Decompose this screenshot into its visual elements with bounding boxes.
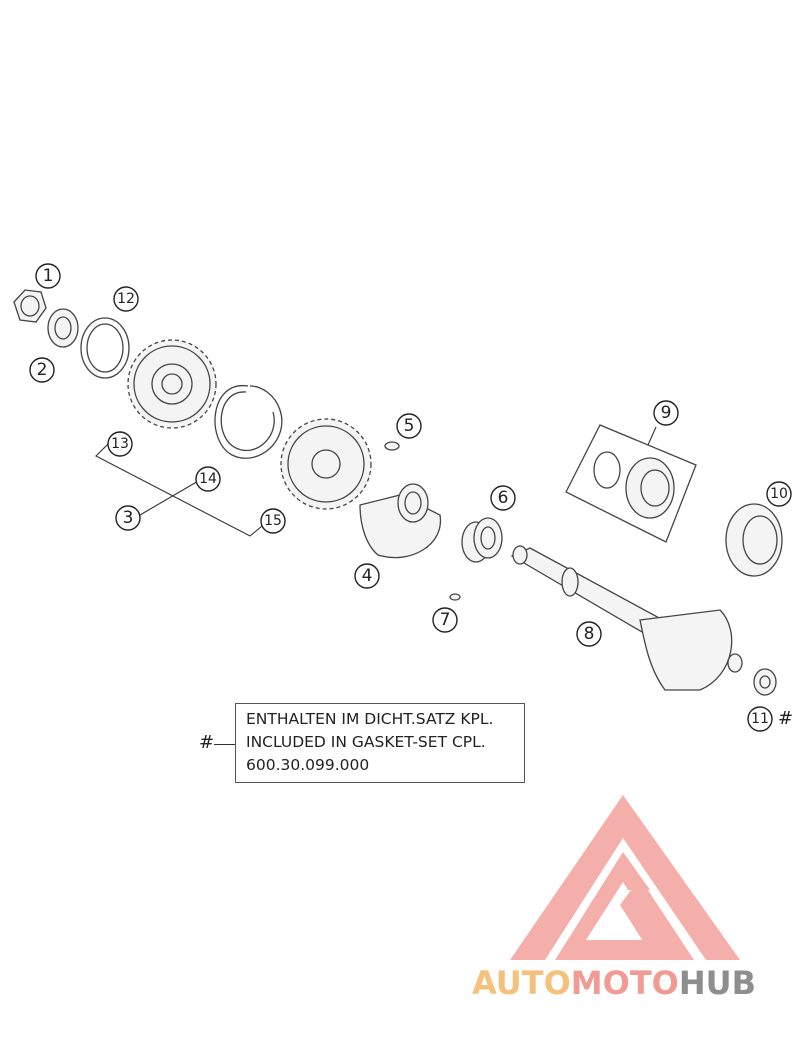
svg-text:4: 4 — [362, 566, 373, 586]
note-line-german: ENTHALTEN IM DICHT.SATZ KPL. — [246, 710, 494, 728]
callout-13: 13 — [107, 431, 133, 457]
bushing-part — [753, 668, 777, 696]
callout-5: 5 — [396, 413, 422, 439]
svg-text:8: 8 — [584, 624, 595, 644]
watermark-logo-text: AUTOMOTOHUB — [472, 964, 756, 1002]
logo-auto: AUTO — [472, 964, 571, 1002]
snap-ring-part — [214, 385, 283, 459]
note-line-english: INCLUDED IN GASKET-SET CPL. — [246, 733, 486, 751]
counterweight-part — [359, 483, 442, 559]
callout-10: 10 — [766, 481, 792, 507]
callout-15: 15 — [260, 508, 286, 534]
svg-text:3: 3 — [123, 508, 134, 528]
washer-part — [47, 308, 79, 348]
svg-text:12: 12 — [117, 291, 135, 307]
callout-7: 7 — [432, 607, 458, 633]
needle-bearing-part — [461, 517, 503, 563]
balancer-shaft-part — [510, 545, 743, 691]
leader-lines — [95, 426, 657, 537]
second-gear-part — [280, 418, 372, 510]
svg-text:5: 5 — [404, 416, 415, 436]
callout-2: 2 — [29, 357, 55, 383]
logo-moto: MOTO — [570, 964, 679, 1002]
note-marker: # — [199, 732, 215, 753]
svg-text:1: 1 — [43, 266, 54, 286]
callout-9: 9 — [653, 400, 679, 426]
gasket-set-note-box: ENTHALTEN IM DICHT.SATZ KPL. INCLUDED IN… — [235, 703, 525, 783]
callout-14: 14 — [195, 466, 221, 492]
svg-text:9: 9 — [661, 403, 672, 423]
svg-text:2: 2 — [37, 360, 48, 380]
callout-11: 11 — [747, 706, 773, 732]
small-key-part — [449, 593, 461, 601]
bearing-kit-part — [565, 424, 697, 543]
svg-text:7: 7 — [440, 610, 451, 630]
key-part — [384, 441, 400, 451]
svg-text:6: 6 — [498, 488, 509, 508]
note-part-number: 600.30.099.000 — [246, 756, 370, 774]
large-gear-part — [127, 339, 217, 429]
callout-12: 12 — [113, 286, 139, 312]
svg-text:10: 10 — [770, 486, 788, 502]
callout-6: 6 — [490, 485, 516, 511]
svg-text:14: 14 — [199, 471, 217, 487]
shim-part — [80, 317, 130, 379]
svg-text:13: 13 — [111, 436, 129, 452]
callout-1: 1 — [35, 263, 61, 289]
callout-3: 3 — [115, 505, 141, 531]
watermark-logo-mark — [510, 795, 740, 960]
note-leader-line — [214, 744, 235, 745]
part-11-marker: # — [778, 708, 794, 729]
logo-hub: HUB — [678, 964, 757, 1002]
svg-text:11: 11 — [751, 711, 769, 727]
callout-8: 8 — [576, 621, 602, 647]
svg-text:15: 15 — [264, 513, 282, 529]
roller-bearing-part — [725, 503, 783, 577]
hex-nut-part — [13, 289, 47, 323]
callout-4: 4 — [354, 563, 380, 589]
